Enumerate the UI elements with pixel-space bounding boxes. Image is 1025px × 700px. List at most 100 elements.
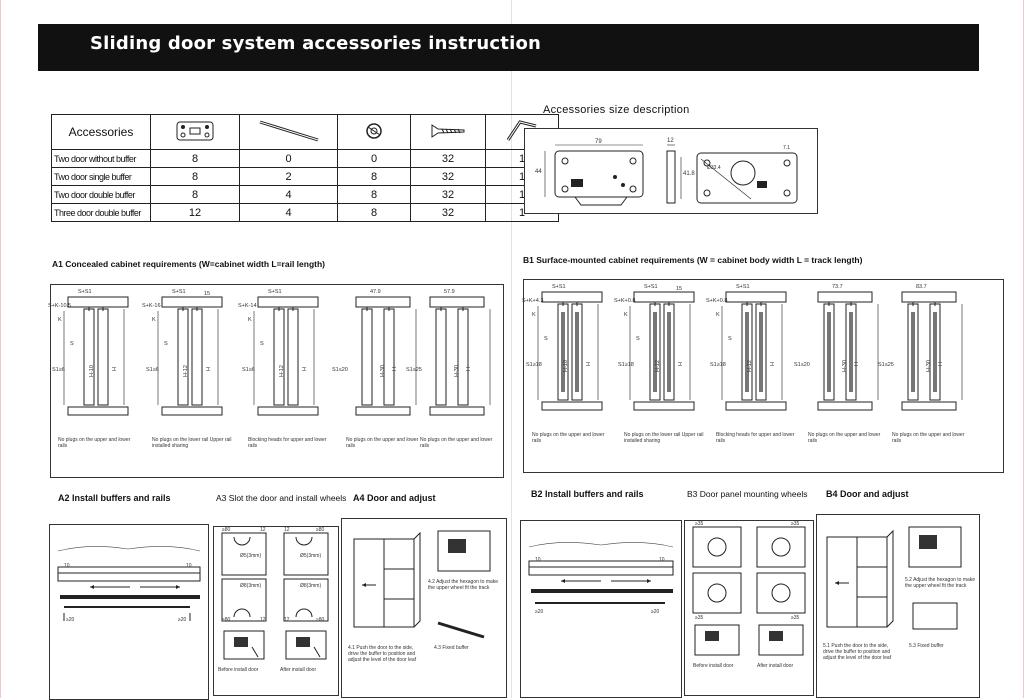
section-b1-title: B1 Surface-mounted cabinet requirements … xyxy=(523,255,863,265)
dim-k: K xyxy=(624,312,628,318)
a3-screw-label: Ø8(3mm) xyxy=(300,583,322,589)
a2-rail-left: 10 xyxy=(64,563,70,569)
a3-dim: ≥80 xyxy=(316,527,325,533)
dim-s1: S1≥6 xyxy=(52,367,65,373)
a2-rail-right: 10 xyxy=(186,563,192,569)
dim-h: H xyxy=(586,362,592,366)
a2-left-mark: ≥20 xyxy=(66,617,75,623)
diagram-caption: No plugs on the upper and lower rails xyxy=(420,437,493,449)
dim-top: 73.7 xyxy=(832,284,843,290)
dim-h: H xyxy=(854,362,860,366)
b2-rail-right: 10 xyxy=(659,557,665,563)
dim-t: 7.1 xyxy=(783,145,790,151)
a3-caption-before: Before install door xyxy=(218,667,259,673)
dim-left: S+K+4.3 xyxy=(522,298,544,304)
size-description-box: 79 44 12 41.8 Ø33.4 7.1 xyxy=(524,128,818,214)
a4-caption-3: 4.3 Fixed buffer xyxy=(434,645,469,651)
dim-h: H xyxy=(392,367,398,371)
dim-h-value: H-10 xyxy=(563,360,569,372)
row-label: Two door without buffer xyxy=(51,149,151,168)
dim-top: S+S1 xyxy=(268,289,282,295)
cell-value: 0 xyxy=(337,149,411,168)
diagram-caption: No plugs on the upper and lower rails xyxy=(58,437,131,449)
dim-k: K xyxy=(716,312,720,318)
dim-left: S+K+0.8 xyxy=(706,298,728,304)
dim-left: S+K-10.5 xyxy=(48,303,72,309)
page-spine xyxy=(511,0,512,698)
section-b3-box: ≥35 ≥35 ≥35 ≥35 Before install door Afte… xyxy=(684,520,814,696)
wheel-plate-icon xyxy=(150,114,240,150)
b2-rail-left: 10 xyxy=(535,557,541,563)
dim-s: S xyxy=(544,336,548,342)
cell-value: 8 xyxy=(150,149,240,168)
rail-rod-icon xyxy=(239,114,338,150)
cell-value: 32 xyxy=(410,149,486,168)
row-label: Two door double buffer xyxy=(51,185,151,204)
section-a3-title: A3 Slot the door and install wheels xyxy=(216,493,347,503)
page-edge-left xyxy=(0,0,1,698)
b4-caption-3: 5.3 Fixed buffer xyxy=(909,643,944,649)
dim-h-value: H-30 xyxy=(926,360,932,372)
cell-value: 8 xyxy=(337,167,411,186)
dim-top: 57.9 xyxy=(444,289,455,295)
dim-k: K xyxy=(248,317,252,323)
size-description-title: Accessories size description xyxy=(543,104,690,116)
cell-value: 8 xyxy=(337,185,411,204)
dim-k: K xyxy=(532,312,536,318)
diagram-caption: No plugs on the upper and lower rails xyxy=(346,437,419,449)
dim-h-value: H-12 xyxy=(655,360,661,372)
cell-value: 4 xyxy=(239,185,338,204)
dim-extra: 15 xyxy=(204,291,211,297)
dim-k: K xyxy=(58,317,62,323)
a3-screw-label: Ø8(3mm) xyxy=(240,583,262,589)
dim-s1: S1≥6 xyxy=(242,367,255,373)
a3-screw-label: Ø5(3mm) xyxy=(240,553,262,559)
dim-s1: S1≥18 xyxy=(710,362,726,368)
cell-value: 32 xyxy=(410,185,486,204)
dim-h-value: H-12 xyxy=(183,365,189,377)
section-a4-title: A4 Door and adjust xyxy=(353,493,436,503)
diagram-caption: No plugs on the lower rail Upper rail in… xyxy=(624,432,704,444)
dim-k: K xyxy=(152,317,156,323)
dim-h-value: H-12 xyxy=(747,360,753,372)
dim-h-value: H-30 xyxy=(454,365,460,377)
title-bar xyxy=(38,24,979,71)
a3-screw-label: Ø5(3mm) xyxy=(300,553,322,559)
dim-width: 79 xyxy=(595,139,602,145)
dim-h-value: H-10 xyxy=(89,365,95,377)
section-b4-box: 5.1 Push the door to the side, drive the… xyxy=(816,514,980,698)
dim-h: H xyxy=(678,362,684,366)
diagram-caption: Blocking heads for upper and lower rails xyxy=(716,432,795,444)
row-label: Three door double buffer xyxy=(51,203,151,222)
a3-dim: 12 xyxy=(284,617,290,623)
dim-left: S+K-14 xyxy=(238,303,257,309)
a3-dim: 12 xyxy=(284,527,290,533)
a3-dim: ≥80 xyxy=(222,617,231,623)
dim-top: S+S1 xyxy=(644,284,658,290)
a2-right-mark: ≥20 xyxy=(178,617,187,623)
dim-s1: S1≥18 xyxy=(618,362,634,368)
dim-left: S+K-16 xyxy=(142,303,161,309)
a3-dim: ≥80 xyxy=(316,617,325,623)
diagram-caption: No plugs on the upper and lower rails xyxy=(892,432,965,444)
dim-s1: S1≤20 xyxy=(332,367,348,373)
dim-s: S xyxy=(260,341,264,347)
dim-s: S xyxy=(728,336,732,342)
cell-value: 8 xyxy=(337,203,411,222)
dim-extra: 15 xyxy=(676,286,683,292)
dim-s1: S1≤20 xyxy=(794,362,810,368)
diagram-caption: Blocking heads for upper and lower rails xyxy=(248,437,327,449)
dim-s1: S1≤25 xyxy=(406,367,422,373)
page-edge-right xyxy=(1023,0,1024,698)
dim-s: S xyxy=(70,341,74,347)
cell-value: 2 xyxy=(239,167,338,186)
section-b2-title: B2 Install buffers and rails xyxy=(531,489,644,499)
dim-top: 47.9 xyxy=(370,289,381,295)
cell-value: 32 xyxy=(410,203,486,222)
dim-h-value: H-30 xyxy=(842,360,848,372)
cell-value: 8 xyxy=(150,167,240,186)
cell-value: 8 xyxy=(150,185,240,204)
